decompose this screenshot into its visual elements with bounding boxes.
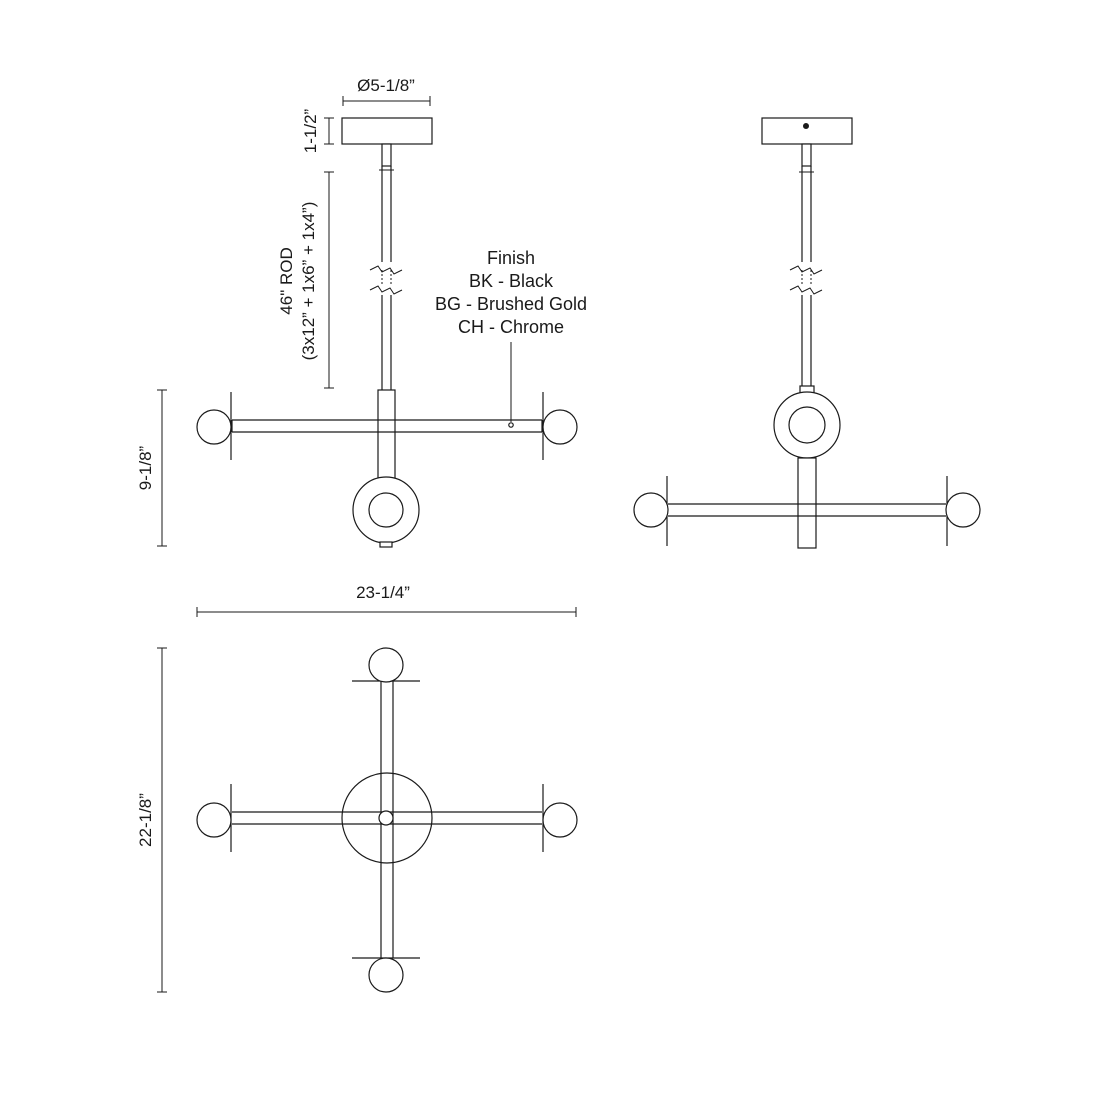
finish-option: BG - Brushed Gold: [435, 294, 587, 314]
canopy: [341, 117, 433, 145]
center-body-upper: [377, 389, 396, 481]
plan-view: [196, 647, 578, 993]
finish-title: Finish: [487, 248, 535, 268]
left-globe: [196, 409, 232, 445]
side-center-ring: [773, 385, 841, 459]
canopy-diameter-label: Ø5-1/8”: [357, 76, 415, 95]
plan-right-globe: [542, 802, 578, 838]
rod-length-label: 46" ROD: [277, 247, 296, 314]
canopy-height-label: 1-1/2”: [301, 108, 320, 153]
fixture-height-label: 9-1/8”: [136, 445, 155, 490]
rod-coupler: [381, 143, 392, 167]
front-elevation-view: [196, 117, 578, 548]
side-rod-break-marks: [789, 262, 823, 295]
rod-break-marks: [369, 262, 403, 295]
finish-option: BK - Black: [469, 271, 554, 291]
finish-callout: Finish BK - Black BG - Brushed Gold CH -…: [435, 248, 587, 337]
plan-hub: [378, 810, 394, 826]
plan-left-globe: [196, 802, 232, 838]
side-canopy-screw: [803, 123, 809, 129]
side-rod-coupler: [801, 143, 812, 167]
finish-option: CH - Chrome: [458, 317, 564, 337]
overall-width-label: 23-1/4”: [356, 583, 410, 602]
overall-depth-label: 22-1/8”: [136, 793, 155, 847]
plan-bottom-globe: [368, 957, 404, 993]
side-horizontal-arm: [668, 503, 946, 517]
side-elevation-view: [633, 117, 981, 549]
finish-pointer-dot: [508, 422, 514, 428]
side-canopy: [761, 117, 853, 145]
rod-composition-label: (3x12” + 1x6” + 1x4”): [299, 202, 318, 361]
plan-top-globe: [368, 647, 404, 683]
center-ring: [352, 476, 420, 548]
horizontal-arm: [231, 419, 543, 433]
side-left-globe: [633, 492, 669, 528]
right-globe: [542, 409, 578, 445]
dimension-lines: [157, 96, 577, 993]
side-right-globe: [945, 492, 981, 528]
side-center-body: [797, 457, 817, 549]
